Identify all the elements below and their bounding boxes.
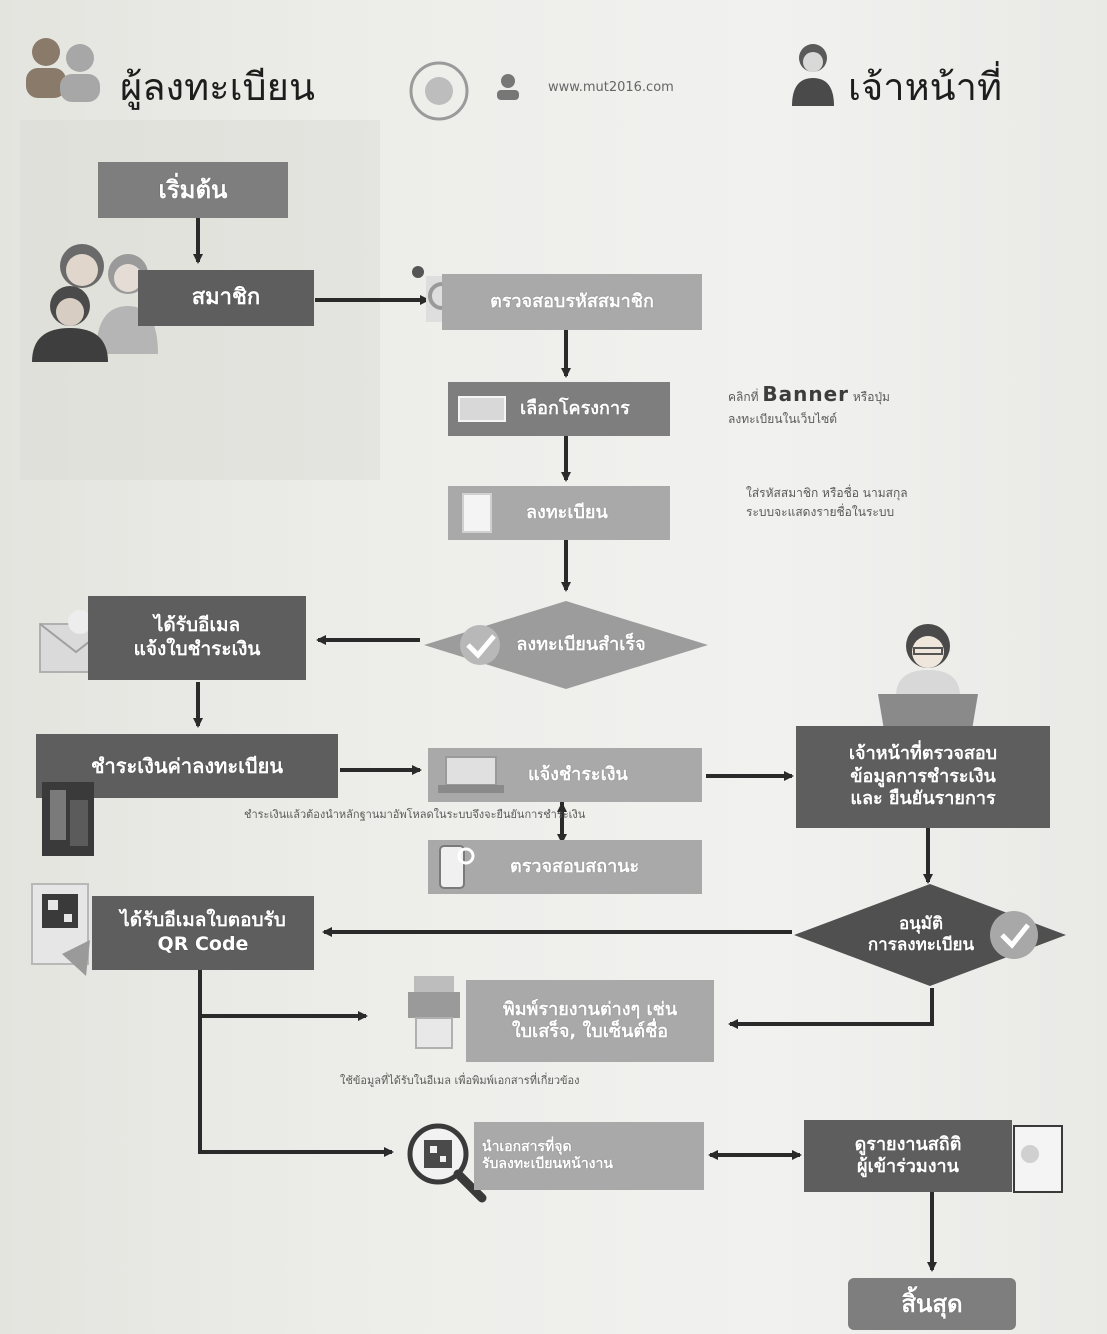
check-member-node: ตรวจสอบรหัสสมาชิก (442, 274, 702, 330)
end-node: สิ้นสุด (848, 1278, 1016, 1330)
staff-verify-node: เจ้าหน้าที่ตรวจสอบ ข้อมูลการชำระเงิน และ… (796, 726, 1050, 828)
registrant-lane-title: ผู้ลงทะเบียน (120, 65, 315, 109)
show-qr-node: นำเอกสารที่จุด รับลงทะเบียนหน้างาน (474, 1122, 704, 1190)
member-node: สมาชิก (138, 270, 314, 326)
banner-note: คลิกที่ Banner หรือปุ่ม ลงทะเบียนในเว็บไ… (728, 378, 988, 429)
staff-avatar-icon (792, 44, 834, 106)
registrant-group-icon (26, 38, 100, 102)
register-success-diamond (424, 601, 708, 689)
staff-lane-title: เจ้าหน้าที่ (848, 65, 1003, 109)
qr-document-icon (31, 883, 90, 976)
select-project-label: เลือกโครงการ (520, 397, 630, 419)
payment-terminal-icon (42, 782, 94, 856)
header-center-text: www.mut2016.com (548, 80, 674, 95)
banner-icon (458, 396, 506, 422)
member-code-note: ใส่รหัสสมาชิก หรือชื่อ นามสกุล ระบบจะแสด… (746, 484, 1006, 522)
staff-at-desk-icon (878, 624, 978, 730)
view-stats-node: ดูรายงานสถิติ ผู้เข้าร่วมงาน (804, 1120, 1012, 1192)
approve-label: อนุมัติ การลงทะเบียน (867, 913, 975, 955)
print-note: ใช้ข้อมูลที่ได้รับในอีเมล เพื่อพิมพ์เอกส… (340, 1074, 580, 1087)
notify-payment-label: แจ้งชำระเงิน (528, 763, 628, 785)
register-node: ลงทะเบียน (448, 486, 670, 540)
start-node: เริ่มต้น (98, 162, 288, 218)
laptop-icon (438, 756, 504, 793)
member-code-note-line1: ใส่รหัสสมาชิก หรือชื่อ นามสกุล (746, 486, 908, 500)
qr-magnifier-icon (407, 1123, 487, 1203)
check-status-label: ตรวจสอบสถานะ (510, 855, 640, 877)
printer-icon (408, 976, 460, 1049)
approve-diamond (794, 884, 1066, 986)
notify-payment-node: แจ้งชำระเงิน (428, 748, 702, 802)
email-qr-node: ได้รับอีเมลใบตอบรับ QR Code (92, 896, 314, 970)
member-code-note-line2: ระบบจะแสดงรายชื่อในระบบ (746, 505, 895, 520)
stats-report-icon (1013, 1125, 1063, 1193)
document-icon (462, 493, 492, 533)
register-label: ลงทะเบียน (526, 501, 608, 523)
check-status-node: ตรวจสอบสถานะ (428, 840, 702, 894)
user-small-icon (497, 74, 519, 100)
mobile-search-icon (439, 845, 475, 889)
print-reports-node: พิมพ์รายงานต่างๆ เช่น ใบเสร็จ, ใบเซ็นต์ช… (466, 980, 714, 1062)
logo-seal-icon (409, 61, 469, 121)
payment-note: ชำระเงินแล้วต้องนำหลักฐานมาอัพโหลดในระบบ… (244, 808, 586, 821)
banner-note-line2: ลงทะเบียนในเว็บไซต์ (728, 412, 838, 426)
banner-note-post: หรือปุ่ม (852, 390, 890, 404)
select-project-node: เลือกโครงการ (448, 382, 670, 436)
banner-note-strong: Banner (762, 382, 850, 406)
register-success-label: ลงทะเบียนสำเร็จ (516, 633, 646, 655)
email-invoice-node: ได้รับอีเมล แจ้งใบชำระเงิน (88, 596, 306, 680)
banner-note-pre: คลิกที่ (728, 390, 759, 404)
